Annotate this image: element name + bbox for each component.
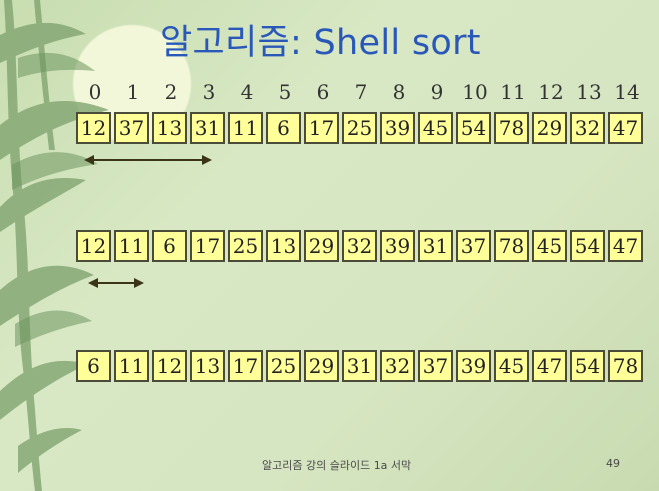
array-cell: 17: [304, 112, 339, 144]
index-label: 0: [88, 80, 102, 104]
slide-footer: 알고리즘 강의 슬라이드 1a 서막: [262, 459, 412, 472]
array-cell: 47: [608, 112, 643, 144]
array-cell: 37: [114, 112, 149, 144]
array-cell: 31: [418, 230, 453, 262]
index-label: 12: [538, 80, 564, 104]
array-cell: 29: [304, 350, 339, 382]
array-row-1: 12 37 13 31 11 6 17 25 39 45 54 78 29 32…: [76, 112, 643, 144]
array-cell: 32: [570, 112, 605, 144]
array-cell: 32: [342, 230, 377, 262]
array-cell: 12: [76, 112, 111, 144]
array-cell: 11: [228, 112, 263, 144]
index-label: 10: [462, 80, 488, 104]
array-cell: 6: [152, 230, 187, 262]
page-number: 49: [606, 457, 620, 470]
array-row-3: 6 11 12 13 17 25 29 31 32 37 39 45 47 54…: [76, 350, 643, 382]
array-cell: 17: [228, 350, 263, 382]
array-cell: 37: [418, 350, 453, 382]
slide-title: 알고리즘: Shell sort: [160, 23, 481, 63]
array-cell: 32: [380, 350, 415, 382]
index-label: 9: [430, 80, 444, 104]
array-cell: 25: [228, 230, 263, 262]
array-cell: 37: [456, 230, 491, 262]
array-cell: 6: [76, 350, 111, 382]
array-cell: 39: [456, 350, 491, 382]
array-cell: 54: [570, 350, 605, 382]
array-cell: 25: [342, 112, 377, 144]
index-row: 0 1 2 3 4 5 6 7 8 9 10 11 12 13 14: [76, 80, 646, 104]
index-label: 3: [202, 80, 216, 104]
gap-arrow-large-icon: [84, 154, 212, 166]
array-cell: 78: [494, 112, 529, 144]
array-cell: 11: [114, 350, 149, 382]
index-label: 1: [126, 80, 140, 104]
array-cell: 29: [532, 112, 567, 144]
index-label: 11: [500, 80, 526, 104]
array-cell: 25: [266, 350, 301, 382]
array-cell: 13: [152, 112, 187, 144]
array-cell: 78: [608, 350, 643, 382]
array-cell: 6: [266, 112, 301, 144]
array-cell: 12: [76, 230, 111, 262]
array-cell: 47: [532, 350, 567, 382]
array-cell: 45: [418, 112, 453, 144]
array-cell: 29: [304, 230, 339, 262]
index-label: 6: [316, 80, 330, 104]
index-label: 2: [164, 80, 178, 104]
index-label: 7: [354, 80, 368, 104]
array-cell: 78: [494, 230, 529, 262]
index-label: 8: [392, 80, 406, 104]
array-cell: 13: [266, 230, 301, 262]
gap-arrow-small-icon: [88, 277, 144, 289]
array-cell: 39: [380, 112, 415, 144]
index-label: 5: [278, 80, 292, 104]
array-cell: 13: [190, 350, 225, 382]
array-cell: 54: [456, 112, 491, 144]
array-cell: 39: [380, 230, 415, 262]
array-row-2: 12 11 6 17 25 13 29 32 39 31 37 78 45 54…: [76, 230, 643, 262]
array-cell: 45: [532, 230, 567, 262]
array-cell: 12: [152, 350, 187, 382]
index-label: 14: [614, 80, 640, 104]
array-cell: 47: [608, 230, 643, 262]
array-cell: 11: [114, 230, 149, 262]
array-cell: 17: [190, 230, 225, 262]
array-cell: 45: [494, 350, 529, 382]
index-label: 13: [576, 80, 602, 104]
index-label: 4: [240, 80, 254, 104]
array-cell: 31: [342, 350, 377, 382]
array-cell: 54: [570, 230, 605, 262]
array-cell: 31: [190, 112, 225, 144]
